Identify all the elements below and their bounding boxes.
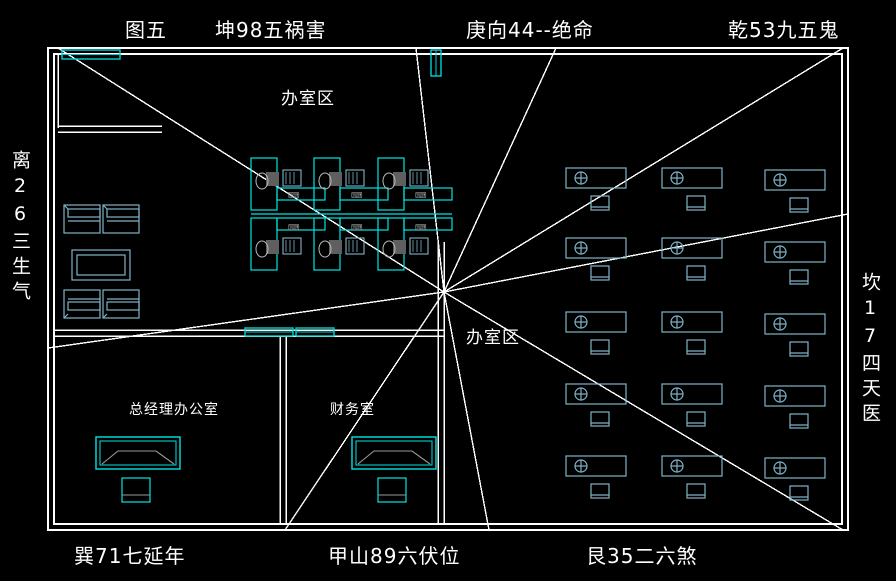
sofa-top-left <box>63 204 101 234</box>
ray-to-east <box>443 213 849 293</box>
desk-unit <box>661 237 723 281</box>
svg-text:⌨: ⌨ <box>288 223 300 232</box>
label-kun-direction: 坤98五祸害 <box>215 18 327 42</box>
cubicle-workstation: ⌨ <box>250 157 326 211</box>
sofa-bottom-right <box>102 289 140 319</box>
cubicle-workstation: ⌨ <box>313 157 389 211</box>
outer-wall-outline <box>47 47 849 531</box>
svg-text:⌨: ⌨ <box>351 191 363 200</box>
desk-unit <box>565 383 627 427</box>
svg-text:⌨: ⌨ <box>415 223 427 232</box>
desk-unit <box>661 455 723 499</box>
desk-unit <box>661 311 723 355</box>
interior-partitions <box>54 54 445 524</box>
desk-unit <box>661 383 723 427</box>
ray-to-northeast <box>443 47 557 293</box>
label-xun-direction: 巽71七延年 <box>74 544 186 568</box>
east-desk-grid <box>565 167 826 501</box>
svg-text:⌨: ⌨ <box>351 223 363 232</box>
desk-unit <box>764 313 826 357</box>
ray-to-west <box>47 291 445 349</box>
cubicle-workstation: ⌨ <box>377 157 453 211</box>
label-office-area-center: 办室区 <box>466 328 520 348</box>
sofa-bottom-left <box>63 289 101 319</box>
window-north-west <box>61 49 121 60</box>
label-kan-direction: 坎17四天医 <box>859 272 881 428</box>
desk-unit <box>764 385 826 429</box>
executive-desk-manager <box>95 436 181 503</box>
inner-wall-outline <box>53 53 843 525</box>
label-office-area-north: 办室区 <box>281 89 335 109</box>
executive-desk-finance <box>351 436 437 503</box>
label-li-direction: 离26三生气 <box>9 150 31 306</box>
label-jia-mountain: 甲山89六伏位 <box>328 544 461 568</box>
ray-to-southeast <box>443 291 844 531</box>
desk-unit <box>565 455 627 499</box>
label-qian-direction: 乾53九五鬼 <box>728 18 840 42</box>
label-finance-office: 财务室 <box>330 402 375 418</box>
building-outer-wall <box>47 47 849 531</box>
window-corridor-right <box>295 327 335 337</box>
label-figure-number: 图五 <box>125 18 167 42</box>
desk-unit <box>661 167 723 211</box>
lounge-furniture-group <box>63 204 140 319</box>
svg-text:⌨: ⌨ <box>415 191 427 200</box>
desk-unit <box>565 311 627 355</box>
cubicle-cluster: ⌨ ⌨ <box>250 157 453 271</box>
desk-unit <box>764 169 826 213</box>
sofa-top-right <box>102 204 140 234</box>
desk-unit <box>764 241 826 285</box>
window-group <box>61 49 442 337</box>
ray-to-north <box>415 47 445 293</box>
svg-text:⌨: ⌨ <box>288 191 300 200</box>
ray-to-southwest <box>284 291 445 531</box>
label-gen-direction: 艮35二六煞 <box>586 544 698 568</box>
desk-unit <box>764 457 826 501</box>
label-geng-facing: 庚向44--绝命 <box>466 18 594 42</box>
cubicle-workstation: ⌨ <box>377 217 453 271</box>
window-north-center <box>430 49 442 77</box>
window-corridor-left <box>244 327 294 337</box>
coffee-table <box>71 249 131 281</box>
desk-unit <box>565 167 627 211</box>
bagua-ray-group <box>47 47 849 531</box>
cubicle-workstation: ⌨ <box>313 217 389 271</box>
ray-to-south <box>443 291 490 531</box>
ray-to-east-upper <box>443 47 844 293</box>
label-general-manager-office: 总经理办公室 <box>129 402 219 418</box>
cubicle-workstation: ⌨ <box>250 217 326 271</box>
desk-unit <box>565 237 627 281</box>
